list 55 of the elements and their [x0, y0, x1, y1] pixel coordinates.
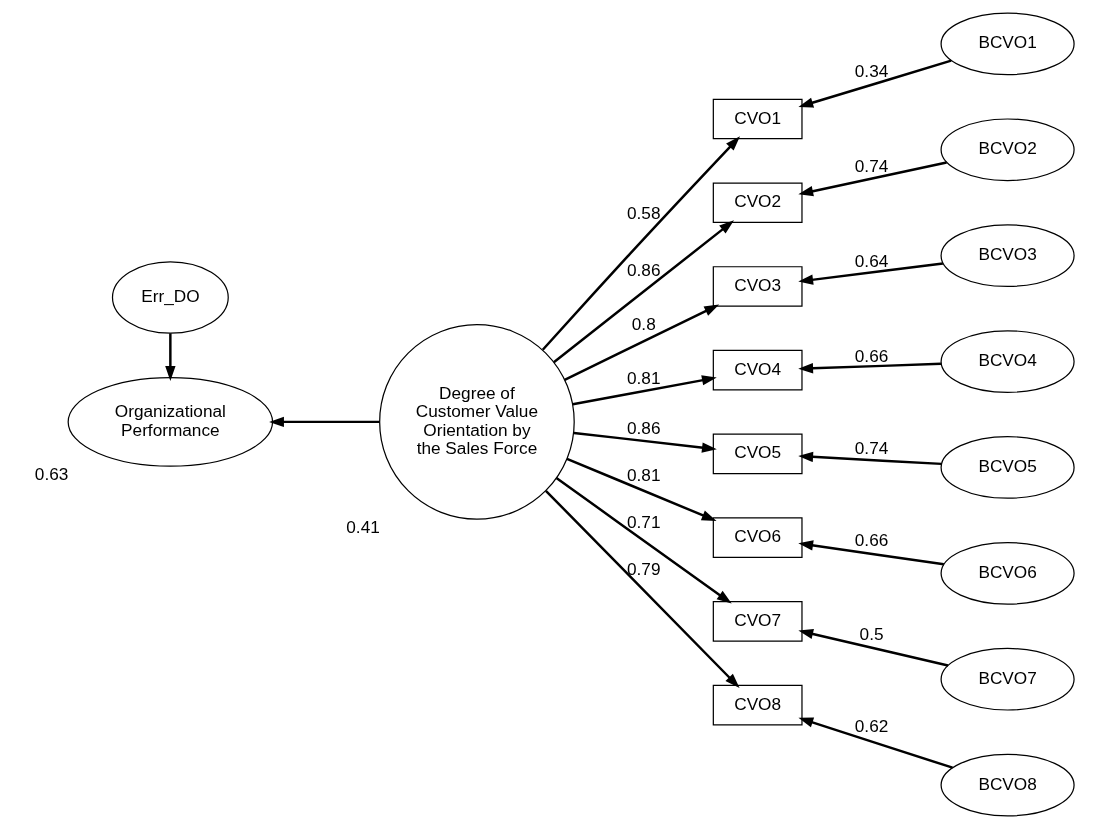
edge-label: 0.34: [854, 61, 889, 82]
arrow: [798, 540, 944, 566]
arrow: [798, 717, 953, 769]
edge-label: 0.81: [627, 465, 661, 486]
node-box: CVO8: [712, 684, 803, 726]
edge-label: 0.79: [627, 558, 661, 579]
arrow: [798, 451, 942, 466]
node-ellipse: BCVO8: [940, 753, 1075, 817]
edge-label: 0.66: [854, 530, 889, 551]
arrow: [573, 431, 717, 453]
arrow: [566, 457, 717, 522]
arrow: [572, 375, 717, 406]
node-ellipse: BCVO7: [940, 647, 1075, 711]
node-box: CVO6: [712, 517, 803, 558]
arrow: [165, 333, 176, 381]
node-ellipse: BCVO4: [940, 330, 1075, 393]
node-ellipse: Organizational Performance: [67, 376, 274, 467]
edge-label: 0.74: [854, 438, 889, 459]
edge-label: 0.71: [627, 512, 661, 533]
edge-label: 0.81: [627, 367, 661, 388]
node-ellipse: BCVO1: [940, 12, 1075, 76]
arrow: [545, 489, 740, 688]
edge-label: 0.62: [854, 716, 889, 737]
arrow: [798, 59, 952, 108]
node-box: CVO3: [712, 266, 803, 307]
arrow: [553, 220, 734, 364]
arrow: [798, 628, 949, 667]
node-ellipse: BCVO2: [940, 118, 1075, 182]
edge-label: 0.86: [627, 259, 661, 280]
edge-label: 0.64: [854, 251, 889, 271]
arrow: [564, 304, 720, 381]
edge-label: 0.66: [854, 345, 889, 366]
edge-label: 0.8: [631, 313, 656, 334]
arrow: [555, 477, 732, 604]
node-ellipse: BCVO6: [940, 541, 1075, 605]
edge-label: 0.58: [627, 202, 661, 223]
arrow: [541, 136, 740, 351]
node-box: CVO1: [712, 98, 803, 140]
arrow: [269, 416, 380, 428]
edge-label: 0.86: [627, 418, 661, 439]
arrow: [798, 161, 947, 197]
node-box: CVO7: [712, 601, 803, 642]
node-box: CVO2: [712, 182, 803, 224]
node-circle: Degree of Customer Value Orientation by the Sales Force: [379, 324, 575, 520]
node-ellipse: Err_DO: [111, 261, 229, 334]
node-label: 0.63: [34, 464, 69, 484]
node-box: CVO4: [712, 349, 803, 391]
arrow: [798, 362, 941, 374]
node-ellipse: BCVO3: [940, 224, 1075, 288]
node-ellipse: BCVO5: [940, 436, 1075, 499]
edge-label: 0.5: [859, 624, 884, 645]
edge-label: 0.74: [854, 156, 889, 177]
arrow: [798, 262, 943, 285]
node-box: CVO5: [712, 433, 803, 475]
node-label: 0.41: [346, 516, 380, 537]
